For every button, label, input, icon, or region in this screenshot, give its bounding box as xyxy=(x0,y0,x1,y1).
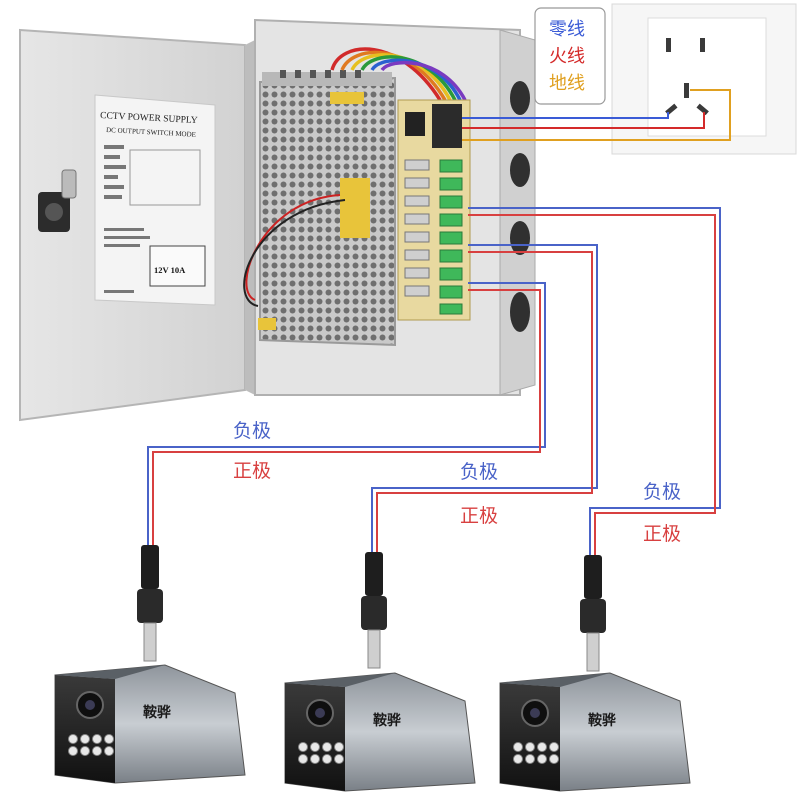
power-supply-box: CCTV POWER SUPPLY DC OUTPUT SWITCH MODE … xyxy=(19,18,536,422)
cam1-negative-wire xyxy=(147,282,546,545)
legend-live: 火线 xyxy=(549,46,585,67)
cam1-positive-wire xyxy=(152,289,541,545)
knockout-hole xyxy=(510,221,530,255)
ir-leds xyxy=(68,734,114,756)
door-rating: 12V 10A xyxy=(154,265,186,275)
cam2-negative-wire xyxy=(371,244,598,552)
cam2-negative-label: 负极 xyxy=(460,461,498,483)
door-edge xyxy=(245,40,255,395)
warning-sticker xyxy=(258,318,276,330)
live-wire xyxy=(462,112,705,129)
dc-plug xyxy=(137,545,163,662)
wire-labels: 负极 正极 负极 正极 负极 正极 xyxy=(233,420,681,545)
camera-2: 鞍骅 xyxy=(284,672,476,792)
cam2-positive-label: 正极 xyxy=(460,505,498,527)
supply-wires xyxy=(243,47,467,307)
knockout-hole xyxy=(510,153,530,187)
camera-brand: 鞍骅 xyxy=(588,712,616,729)
wire-color-legend: 零线 火线 地线 xyxy=(534,7,606,105)
warning-sticker xyxy=(330,92,364,104)
camera-1: 鞍骅 xyxy=(54,664,246,784)
cam3-positive-label: 正极 xyxy=(643,523,681,545)
camera-brand: 鞍骅 xyxy=(373,712,401,729)
dc-output-wires xyxy=(147,207,721,555)
knockout-hole xyxy=(510,81,530,115)
ir-leds xyxy=(513,742,559,764)
legend-ground: 地线 xyxy=(549,73,585,94)
camera-3: 鞍骅 xyxy=(499,672,691,792)
cam1-negative-label: 负极 xyxy=(233,420,271,442)
legend-neutral: 零线 xyxy=(549,19,585,40)
input-terminal xyxy=(432,104,462,148)
dc-plug xyxy=(580,555,606,672)
cam2-positive-wire xyxy=(376,251,593,552)
knockout-hole xyxy=(510,292,530,332)
psu-module xyxy=(258,70,396,347)
ground-wire xyxy=(462,89,731,141)
ir-leds xyxy=(298,742,344,764)
lock-icon xyxy=(38,169,77,232)
cam3-negative-label: 负极 xyxy=(643,481,681,503)
fuse-board xyxy=(397,99,471,321)
ac-input-wires xyxy=(462,89,731,141)
dc-plug xyxy=(361,552,387,669)
camera-brand: 鞍骅 xyxy=(143,704,171,721)
wall-socket xyxy=(611,3,797,155)
door-label-sheet: CCTV POWER SUPPLY DC OUTPUT SWITCH MODE … xyxy=(94,94,216,306)
neutral-wire xyxy=(462,112,669,119)
cam3-negative-wire xyxy=(468,207,721,555)
cam1-positive-label: 正极 xyxy=(233,460,271,482)
warning-sticker xyxy=(340,178,370,238)
power-switch xyxy=(405,112,425,136)
cam3-positive-wire xyxy=(468,214,716,555)
